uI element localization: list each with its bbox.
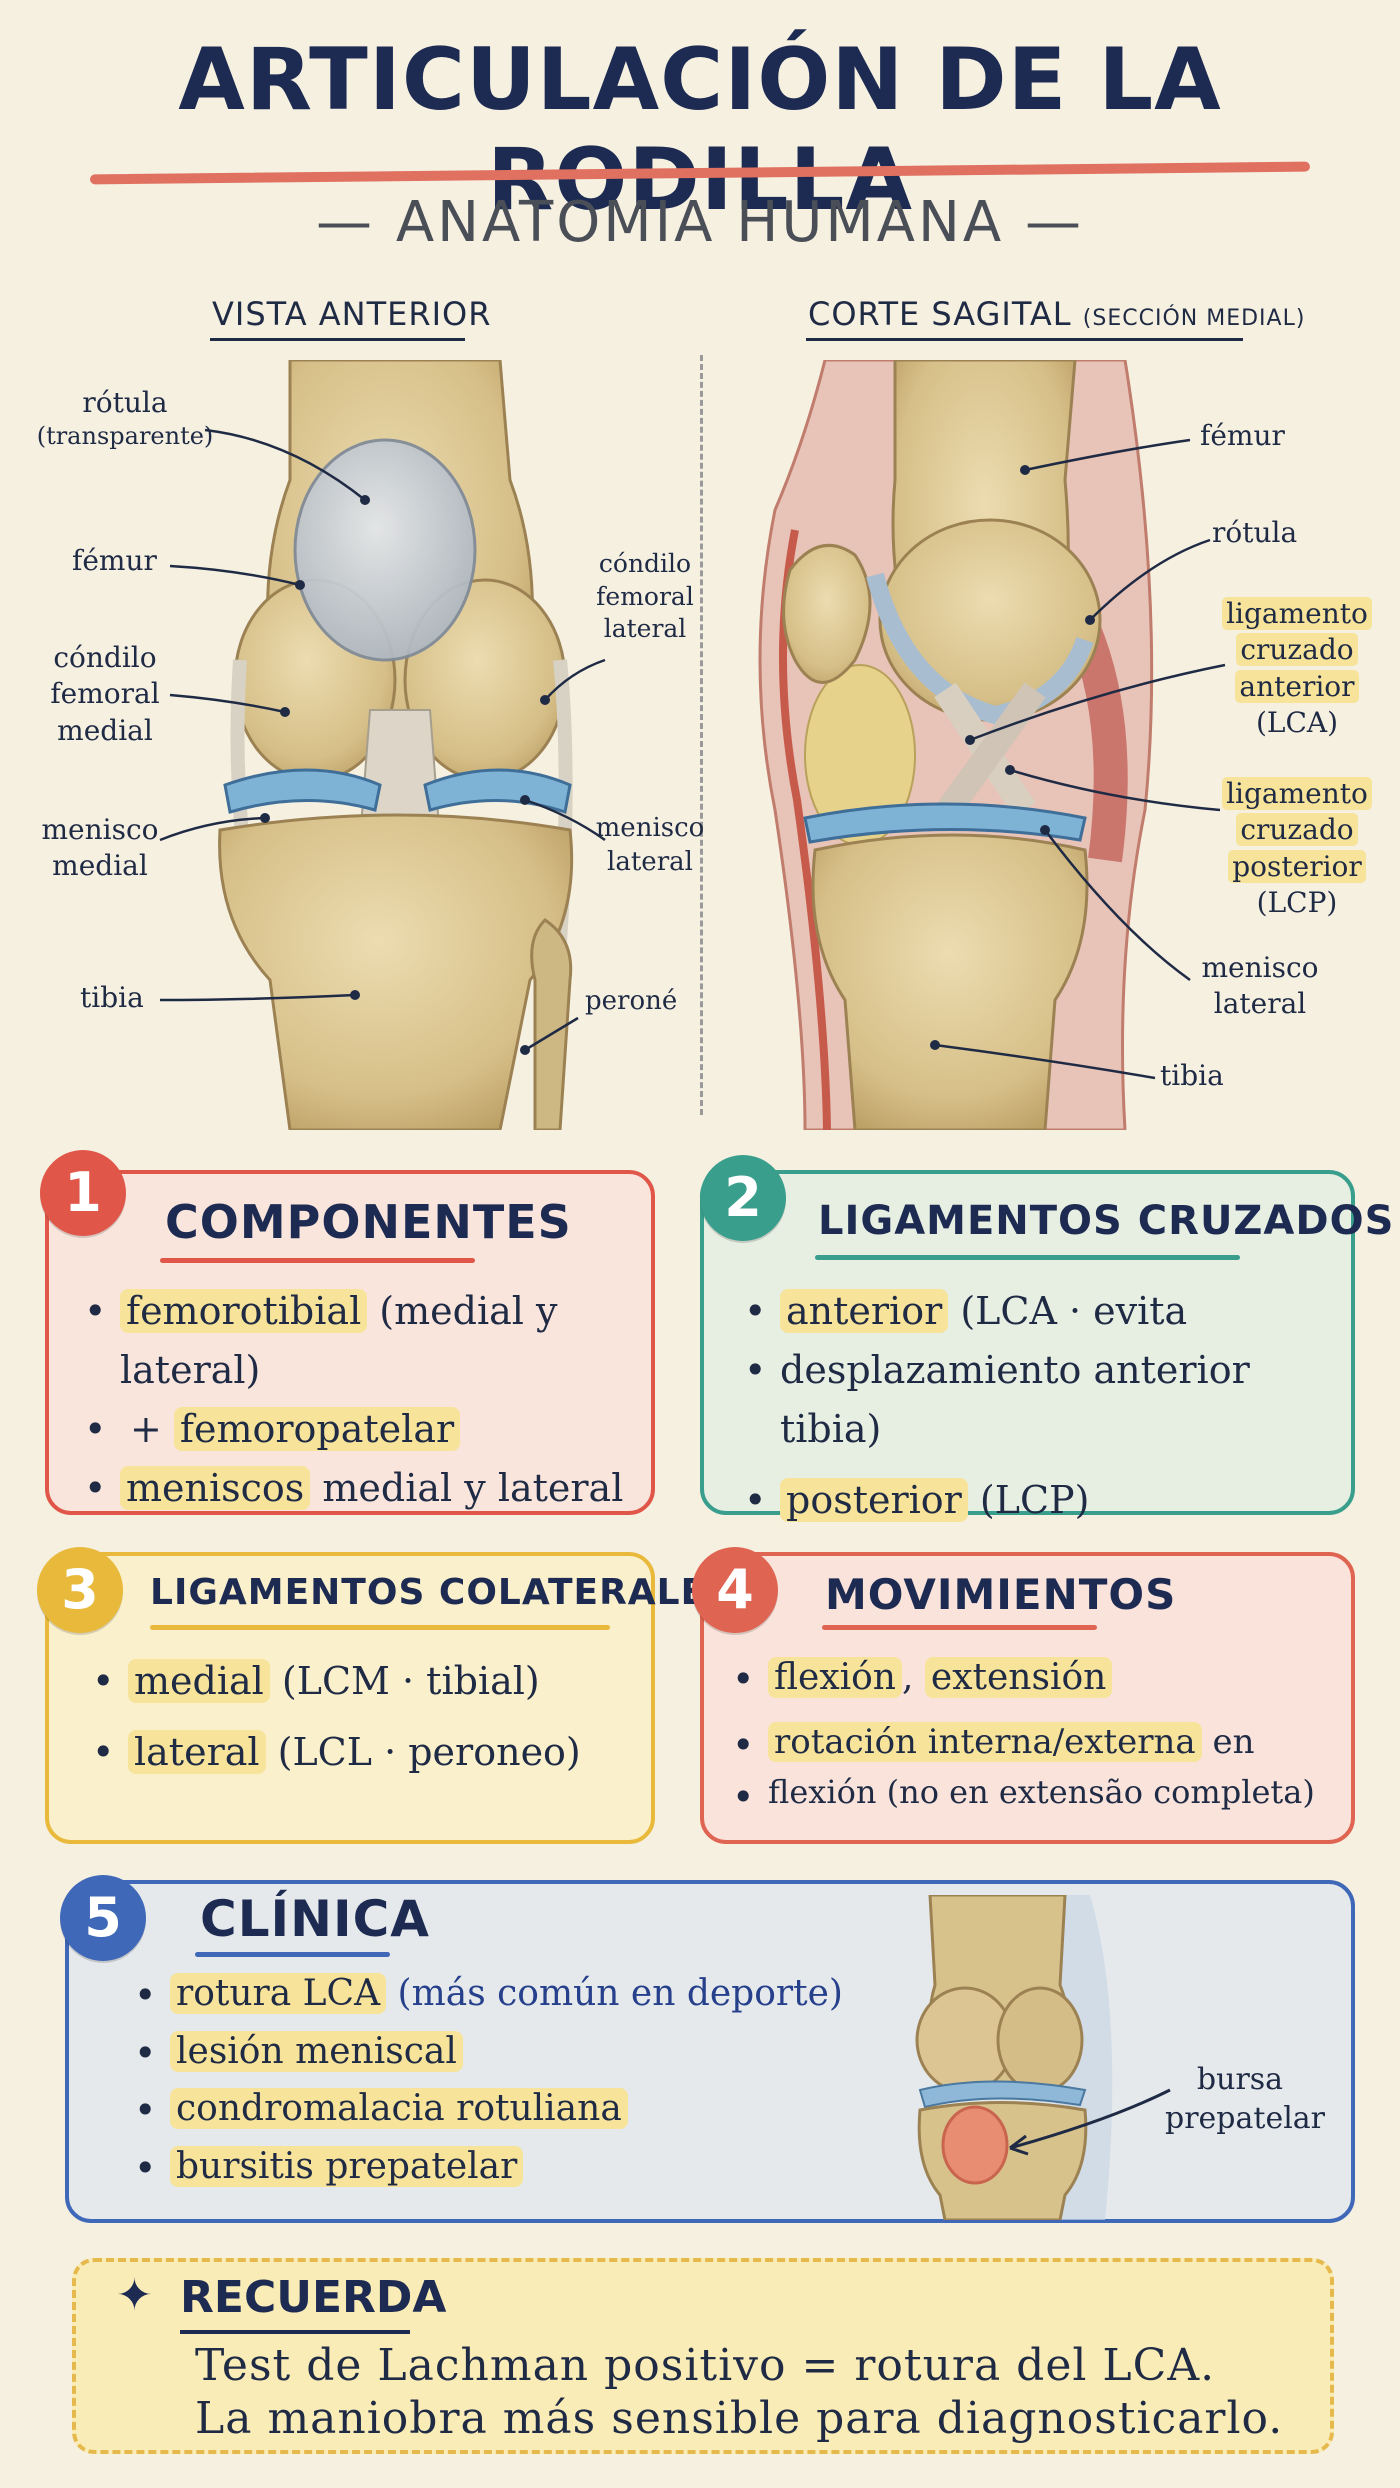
list-item-continuation: desplazamiento anterior tibia): [740, 1341, 1350, 1459]
list-item-continuation: + femoropatelar: [80, 1400, 650, 1459]
page-subtitle: — ANATOMIA HUMANA —: [316, 190, 1084, 255]
list-item: lateral (LCL · peroneo): [88, 1723, 648, 1782]
card-1-list: femorotibial (medial y lateral) + femoro…: [80, 1282, 650, 1518]
label-menisco-lateral-anterior: menisco lateral: [595, 813, 705, 877]
sagital-view-underline: [806, 338, 1243, 341]
card-1-title-underline: [160, 1258, 475, 1263]
label-menisco-medial: menisco medial: [41, 813, 159, 883]
list-item: meniscos medial y lateral: [80, 1459, 650, 1518]
card-4-list: flexión, extensión rotación interna/exte…: [728, 1650, 1353, 1827]
label-bursa-prepatelar: bursa prepatelar: [1165, 2062, 1326, 2136]
page-title: ARTICULACIÓN DE LA RODILLA: [178, 30, 1222, 230]
label-tibia-anterior: tibia: [80, 981, 144, 1014]
label-condilo-medial: cóndilo femoral medial: [50, 641, 160, 747]
card-5-title: CLÍNICA: [200, 1890, 430, 1948]
label-tibia-sagital: tibia: [1160, 1059, 1224, 1092]
recuerda-text: Test de Lachman positivo = rotura del LC…: [195, 2340, 1284, 2444]
label-lca: ligamento cruzado anterior (LCA): [1222, 596, 1372, 742]
list-item: condromalacia rotuliana: [130, 2080, 910, 2141]
label-rotula-anterior: rótula (transparente): [36, 386, 214, 451]
label-perone: peroné: [585, 986, 678, 1016]
recuerda-title-underline: [180, 2330, 410, 2334]
recuerda-title: RECUERDA: [180, 2272, 447, 2323]
list-item: lesión meniscal: [130, 2023, 910, 2083]
card-3-title-underline: [150, 1625, 610, 1630]
card-5-title-underline: [195, 1952, 390, 1957]
sagital-knee-illustration: [758, 360, 1154, 1130]
anterior-view-label: VISTA ANTERIOR: [212, 295, 492, 333]
card-5-list: rotura LCA (más común en deporte) lesión…: [130, 1965, 910, 2198]
bursa-leader-line: [1009, 2088, 1171, 2156]
list-item: flexión, extensión: [728, 1650, 1353, 1709]
card-4-title-underline: [822, 1625, 1097, 1630]
card-2-list: anterior (LCA · evita desplazamiento ant…: [740, 1282, 1350, 1530]
label-rotula-sagital: rótula: [1212, 516, 1298, 549]
card-2-title-underline: [815, 1255, 1240, 1260]
card-2-badge: 2: [700, 1155, 786, 1241]
card-4-title: MOVIMIENTOS: [825, 1570, 1177, 1619]
list-item: rotura LCA (más común en deporte): [130, 1965, 910, 2025]
card-4-badge: 4: [692, 1547, 778, 1633]
card-5-badge: 5: [60, 1875, 146, 1961]
sagital-view-label: CORTE SAGITAL (SECCIÓN MEDIAL): [808, 295, 1306, 333]
bursa-knee-illustration: [915, 1895, 1113, 2220]
card-1-title: COMPONENTES: [165, 1195, 572, 1249]
anterior-view-underline: [210, 338, 465, 341]
label-menisco-lateral-sagital: menisco lateral: [1201, 951, 1319, 1021]
label-condilo-lateral: cóndilo femoral lateral: [596, 549, 694, 643]
list-item: bursitis prepatelar: [130, 2138, 910, 2198]
card-3-title: LIGAMENTOS COLATERALES: [150, 1572, 734, 1613]
card-3-badge: 3: [37, 1547, 123, 1633]
recuerda-box: [72, 2258, 1334, 2454]
anterior-knee-illustration: [218, 360, 574, 1130]
list-item: femorotibial (medial y lateral): [80, 1282, 650, 1400]
list-item: medial (LCM · tibial): [88, 1652, 648, 1711]
view-divider: [700, 355, 703, 1115]
list-item-continuation: flexión (no en extensão completa): [728, 1768, 1353, 1826]
card-2-title: LIGAMENTOS CRUZADOS: [818, 1198, 1395, 1244]
list-item: posterior (LCP): [740, 1471, 1350, 1530]
list-item: rotación interna/externa en: [728, 1716, 1353, 1775]
card-1-badge: 1: [40, 1150, 126, 1236]
label-femur-anterior: fémur: [72, 544, 157, 577]
label-femur-sagital: fémur: [1200, 419, 1285, 452]
label-lcp: ligamento cruzado posterior (LCP): [1222, 776, 1372, 922]
sparkle-icon: ✦: [116, 2270, 153, 2321]
card-3-list: medial (LCM · tibial) lateral (LCL · per…: [88, 1652, 648, 1782]
list-item: anterior (LCA · evita: [740, 1282, 1350, 1341]
